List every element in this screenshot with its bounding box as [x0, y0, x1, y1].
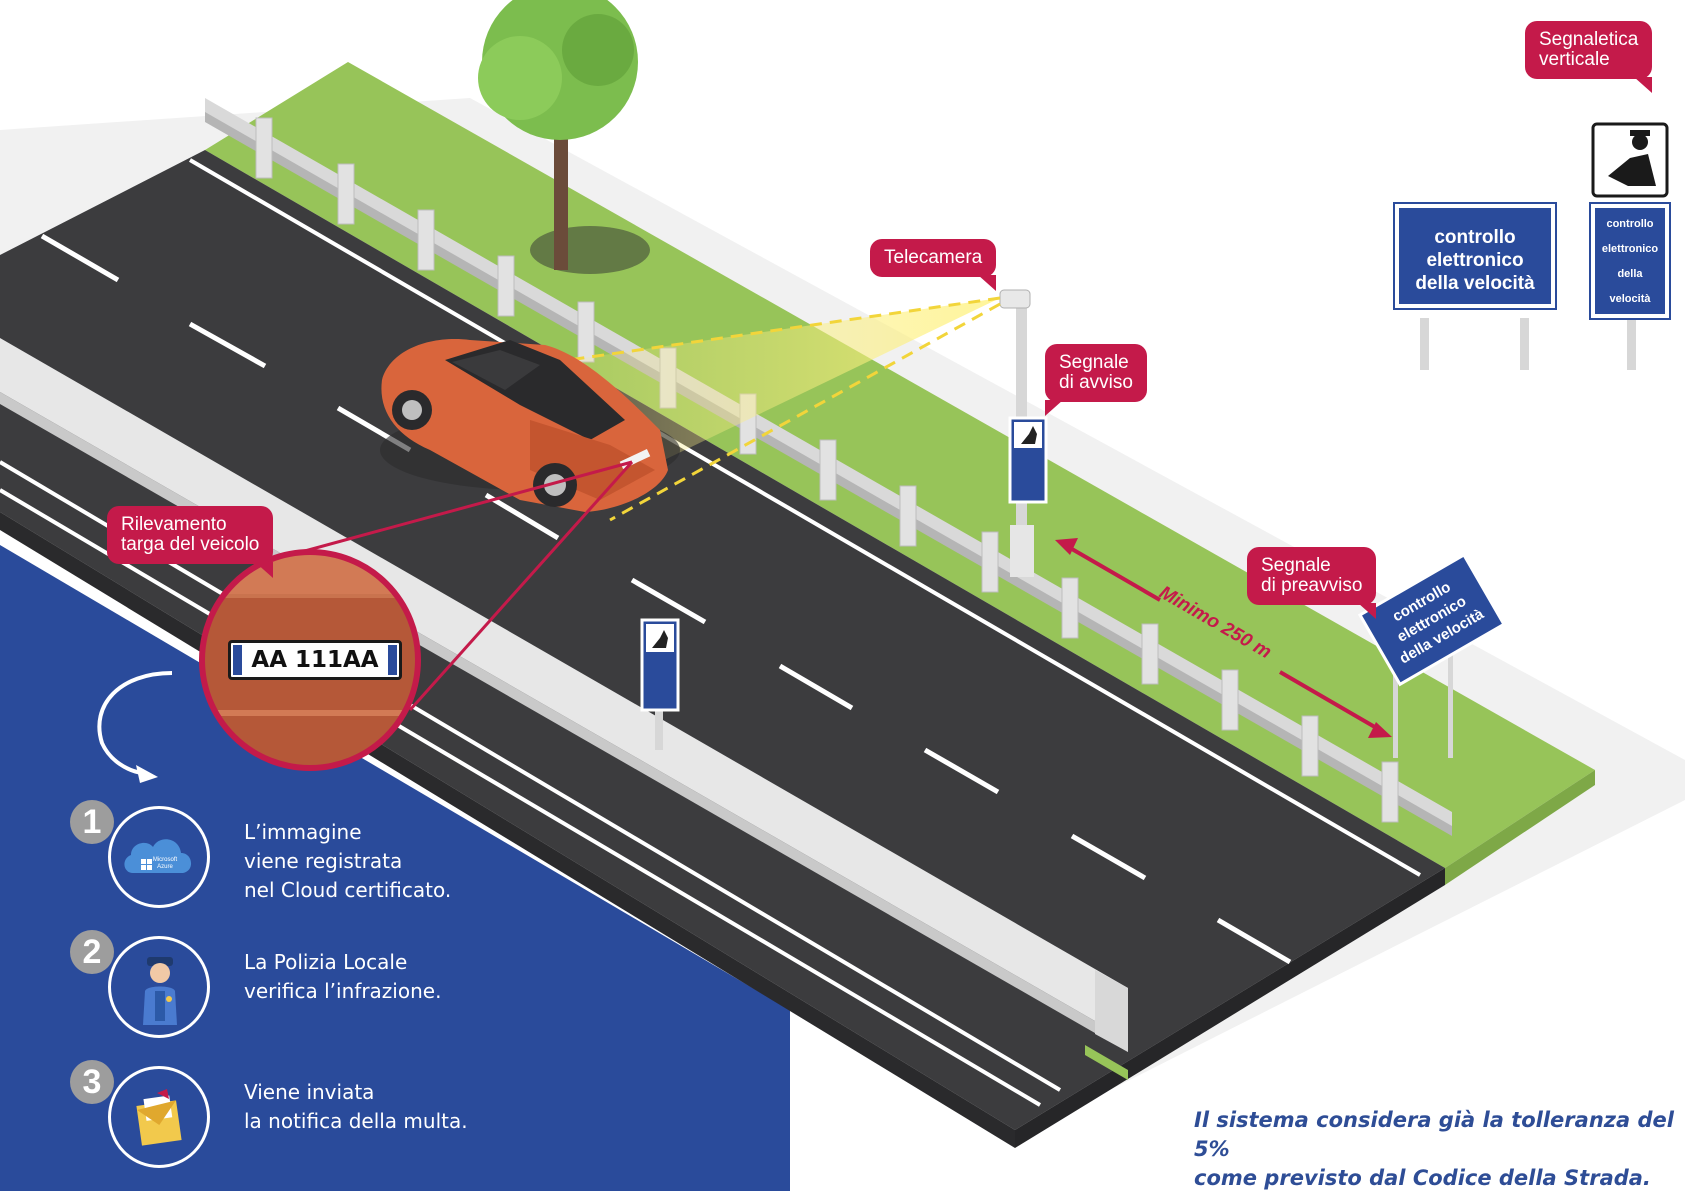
sign-controllo-large: controllo elettronico della velocità — [1393, 202, 1557, 310]
tolerance-note: Il sistema considera già la tolleranza d… — [1194, 1108, 1674, 1190]
envelope-icon — [136, 1089, 182, 1146]
step-2-text: La Polizia Locale verifica l’infrazione. — [244, 950, 442, 1003]
callout-telecamera: Telecamera — [870, 239, 997, 291]
step-2-icon-circle — [108, 936, 210, 1038]
callout-segnaletica-verticale: Segnaletica verticale — [1525, 21, 1653, 93]
step-2-number: 2 — [70, 930, 114, 974]
license-plate: AA 111AA — [228, 640, 402, 680]
step-2: 2 La Polizia Locale verifica l’infrazion… — [70, 930, 650, 1040]
curved-arrow-icon — [97, 671, 173, 783]
step-3-icon-circle — [108, 1066, 210, 1168]
police-officer-icon — [143, 957, 177, 1025]
step-1-number: 1 — [70, 800, 114, 844]
step-3: 3 Viene inviata la notifica della multa. — [70, 1060, 650, 1170]
azure-cloud-label-2: Azure — [157, 864, 173, 870]
azure-cloud-icon: Microsoft Azure — [124, 839, 192, 873]
road-asphalt — [0, 150, 1445, 1130]
step-3-text: Viene inviata la notifica della multa. — [244, 1080, 468, 1133]
callout-segnale-avviso: Segnale di avviso — [1045, 344, 1147, 416]
camera-beam — [555, 298, 1000, 462]
tree — [478, 0, 650, 274]
callout-segnale-preavviso: Segnale di preavviso — [1247, 547, 1377, 619]
license-plate-text: AA 111AA — [251, 647, 379, 673]
step-1-text: L’immagine viene registrata nel Cloud ce… — [244, 820, 452, 902]
step-1: Microsoft Azure 1 L’immagine viene regis… — [70, 800, 650, 910]
info-panel-background — [0, 545, 790, 1191]
step-1-icon-circle: Microsoft Azure — [108, 806, 210, 908]
azure-cloud-label: Microsoft — [153, 857, 178, 863]
police-pictogram-sign — [1591, 122, 1669, 198]
distance-arrow — [1055, 538, 1392, 738]
sign-controllo-small: controllo elettronico della velocità — [1589, 202, 1671, 320]
warning-sign-median — [640, 618, 680, 750]
callout-rilevamento-targa: Rilevamento targa del veicolo — [107, 506, 274, 578]
warning-sign-on-pole — [1008, 416, 1048, 504]
step-3-number: 3 — [70, 1060, 114, 1104]
preavviso-sign: controllo elettronico della velocità — [1357, 552, 1506, 758]
